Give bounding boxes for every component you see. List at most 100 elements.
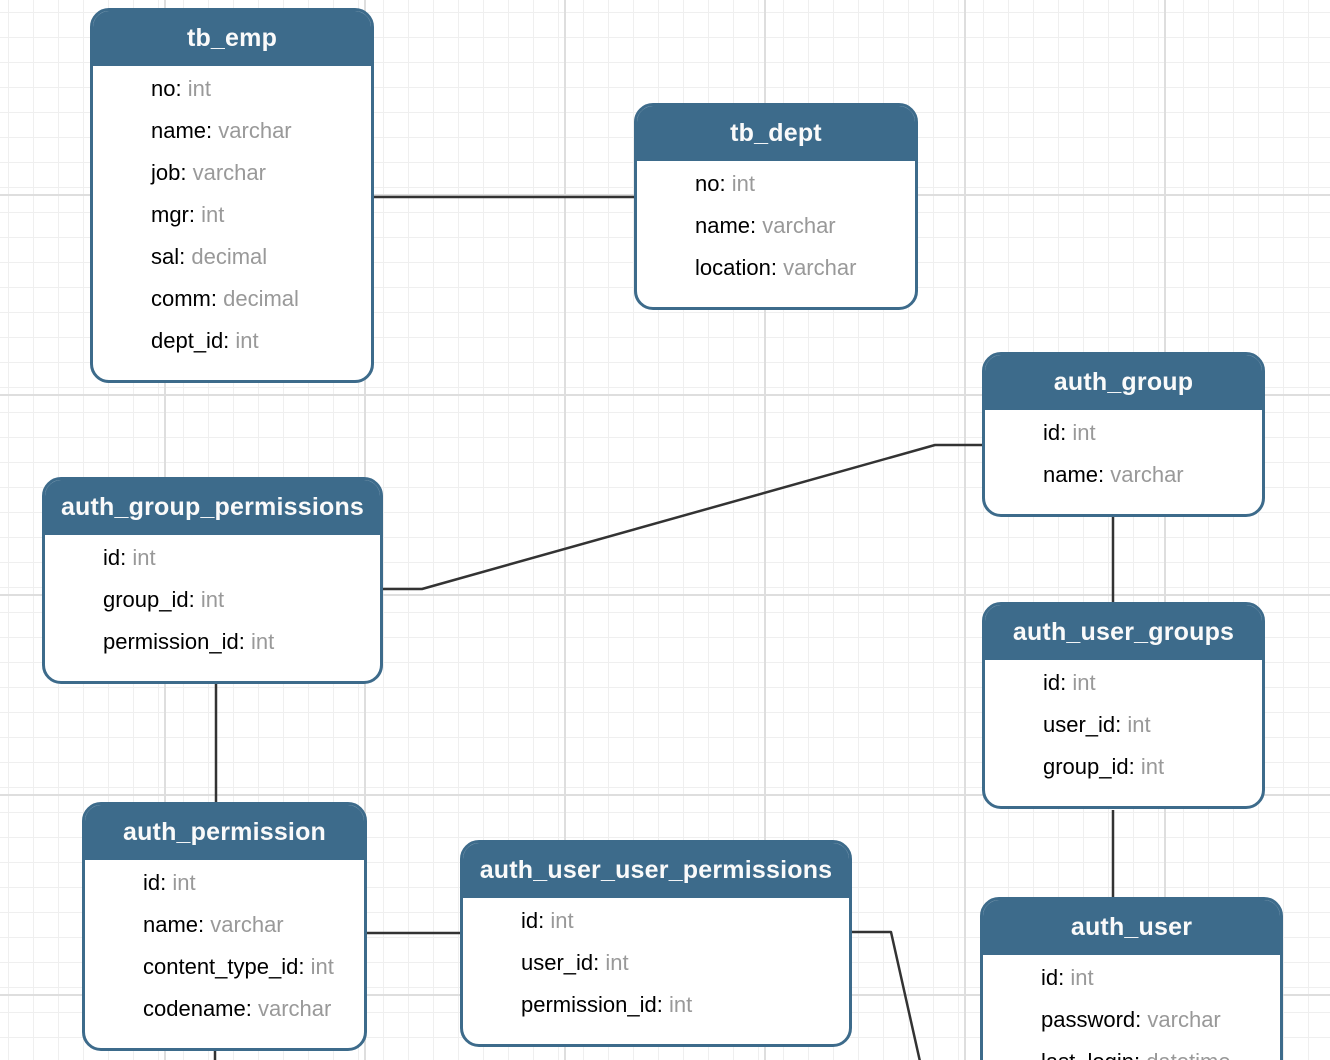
- field-row-name: name: varchar: [151, 110, 365, 152]
- field-row-no: no: int: [695, 163, 909, 205]
- field-type: int: [195, 202, 225, 227]
- field-name: content_type_id:: [143, 954, 305, 979]
- field-row-id: id: int: [143, 862, 358, 904]
- field-name: codename:: [143, 996, 252, 1021]
- field-row-comm: comm: decimal: [151, 278, 365, 320]
- field-row-job: job: varchar: [151, 152, 365, 194]
- field-name: comm:: [151, 286, 217, 311]
- field-row-mgr: mgr: int: [151, 194, 365, 236]
- field-type: int: [1066, 670, 1096, 695]
- field-type: int: [1064, 965, 1094, 990]
- field-row-content_type_id: content_type_id: int: [143, 946, 358, 988]
- field-row-permission_id: permission_id: int: [103, 621, 374, 663]
- field-name: sal:: [151, 244, 186, 269]
- field-row-id: id: int: [521, 900, 843, 942]
- field-row-sal: sal: decimal: [151, 236, 365, 278]
- field-name: id:: [1043, 670, 1067, 695]
- field-name: password:: [1041, 1007, 1142, 1032]
- table-title: auth_user: [983, 900, 1280, 955]
- field-row-dept_id: dept_id: int: [151, 320, 365, 362]
- relation-line-auth_group_permissions-auth_group: [378, 443, 988, 591]
- relation-line-auth_user_user_permissions-offscreen: [845, 930, 921, 1060]
- field-type: varchar: [204, 912, 284, 937]
- field-row-codename: codename: varchar: [143, 988, 358, 1030]
- field-row-location: location: varchar: [695, 247, 909, 289]
- table-title: auth_user_groups: [985, 605, 1262, 660]
- field-type: int: [1134, 754, 1165, 779]
- field-name: id:: [103, 545, 127, 570]
- table-title: auth_group: [985, 355, 1262, 410]
- field-row-password: password: varchar: [1041, 999, 1274, 1041]
- field-name: name:: [1043, 462, 1105, 487]
- field-type: int: [244, 629, 275, 654]
- table-title: auth_permission: [85, 805, 364, 860]
- table-auth_permission[interactable]: auth_permission id: int name: varchar cont…: [82, 802, 367, 1051]
- field-type: varchar: [1141, 1007, 1221, 1032]
- field-name: job:: [151, 160, 187, 185]
- field-row-name: name: varchar: [1043, 454, 1256, 496]
- field-name: permission_id:: [521, 992, 663, 1017]
- field-type: int: [662, 992, 693, 1017]
- table-fields: id: int name: varchar content_type_id: int…: [85, 860, 364, 1048]
- field-name: group_id:: [103, 587, 195, 612]
- field-type: int: [1066, 420, 1096, 445]
- field-row-id: id: int: [1043, 412, 1256, 454]
- field-row-name: name: varchar: [695, 205, 909, 247]
- field-type: varchar: [251, 996, 332, 1021]
- field-type: int: [229, 328, 259, 353]
- field-row-id: id: int: [1041, 957, 1274, 999]
- field-name: name:: [143, 912, 205, 937]
- table-title: auth_group_permissions: [45, 480, 380, 535]
- table-title: auth_user_user_permissions: [463, 843, 849, 898]
- field-type: int: [544, 908, 574, 933]
- table-title: tb_dept: [637, 106, 915, 161]
- field-name: id:: [1041, 965, 1065, 990]
- field-row-user_id: user_id: int: [521, 942, 843, 984]
- field-name: mgr:: [151, 202, 195, 227]
- field-row-group_id: group_id: int: [103, 579, 374, 621]
- field-type: varchar: [776, 255, 857, 280]
- field-type: varchar: [1104, 462, 1184, 487]
- field-row-user_id: user_id: int: [1043, 704, 1256, 746]
- field-type: int: [166, 870, 196, 895]
- field-name: user_id:: [1043, 712, 1122, 737]
- field-name: user_id:: [521, 950, 600, 975]
- field-type: decimal: [217, 286, 299, 311]
- field-type: varchar: [756, 213, 836, 238]
- field-row-permission_id: permission_id: int: [521, 984, 843, 1026]
- field-type: int: [725, 171, 755, 196]
- field-name: last_login:: [1041, 1049, 1140, 1060]
- field-name: id:: [1043, 420, 1067, 445]
- field-row-group_id: group_id: int: [1043, 746, 1256, 788]
- field-row-no: no: int: [151, 68, 365, 110]
- field-name: dept_id:: [151, 328, 230, 353]
- field-row-id: id: int: [103, 537, 374, 579]
- field-name: location:: [695, 255, 777, 280]
- field-type: varchar: [186, 160, 266, 185]
- field-type: datetime: [1140, 1049, 1230, 1060]
- field-row-id: id: int: [1043, 662, 1256, 704]
- field-type: varchar: [212, 118, 292, 143]
- field-type: int: [181, 76, 211, 101]
- field-type: int: [194, 587, 225, 612]
- field-type: int: [304, 954, 334, 979]
- field-type: decimal: [185, 244, 268, 269]
- field-name: name:: [151, 118, 213, 143]
- field-name: group_id:: [1043, 754, 1135, 779]
- field-row-last_login: last_login: datetime: [1041, 1041, 1274, 1060]
